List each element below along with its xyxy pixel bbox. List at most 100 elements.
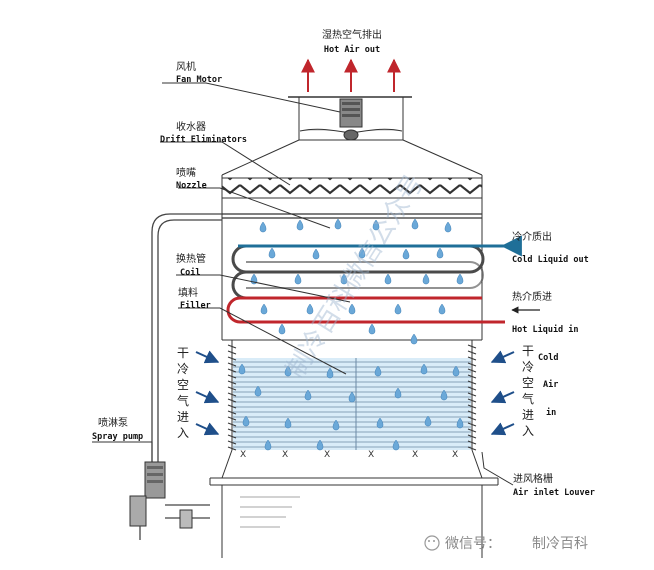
drift-label-cn: 收水器 [176, 120, 206, 133]
water-droplet [440, 389, 448, 401]
fan-stack [288, 96, 412, 141]
leader-lines [160, 82, 514, 486]
water-droplet [334, 218, 342, 230]
water-droplet [384, 273, 392, 285]
air-left-char-2: 冷 [177, 362, 189, 376]
water-droplet [410, 333, 418, 345]
spray-pump-label-cn: 喷淋泵 [98, 416, 128, 429]
water-droplet [332, 419, 340, 431]
nozzle-header [222, 213, 482, 219]
coil-label-en: Coil [180, 267, 200, 278]
water-droplet [242, 415, 250, 427]
wechat-label-right: 制冷百科 [532, 536, 588, 552]
spray-pump-piping [129, 213, 222, 540]
fan-label-cn: 风机 [176, 60, 196, 73]
drift-eliminator-band [221, 177, 483, 199]
wechat-label-left: 微信号： [445, 536, 501, 552]
water-droplet [278, 323, 286, 335]
filler-label-en: Filler [180, 300, 211, 311]
water-droplet [259, 221, 267, 233]
water-droplet [402, 248, 410, 260]
water-droplet [376, 417, 384, 429]
water-droplet [348, 391, 356, 403]
water-droplet [312, 248, 320, 260]
water-droplet [422, 273, 430, 285]
louver-label-en: Air inlet Louver [513, 487, 595, 498]
air-right-en-3: in [546, 407, 556, 418]
water-droplet [374, 365, 382, 377]
air-right-char-6: 入 [522, 424, 534, 438]
water-droplet [456, 273, 464, 285]
hot-liquid-in-en: Hot Liquid in [512, 324, 579, 335]
water-droplet [316, 439, 324, 451]
air-left-char-4: 气 [177, 393, 189, 408]
water-droplet [392, 439, 400, 451]
support-nozzle: X [240, 450, 246, 460]
air-right-en-2: Air [543, 379, 558, 390]
nozzle-label-cn: 喷嘴 [176, 167, 196, 179]
water-droplet [424, 415, 432, 427]
wechat-footer: 微信号： 制冷百科 [424, 535, 588, 552]
water-droplet [268, 247, 276, 259]
cold-liquid-out-en: Cold Liquid out [512, 254, 589, 265]
air-right-char-2: 冷 [522, 360, 534, 374]
drift-label-en: Drift Eliminators [160, 134, 247, 145]
water-droplet [294, 273, 302, 285]
basin [209, 449, 499, 558]
air-left-char-3: 空 [177, 378, 189, 392]
water-droplet [264, 439, 272, 451]
louver-label-cn: 进风格栅 [513, 472, 553, 485]
water-droplet [420, 363, 428, 375]
water-droplet [438, 303, 446, 315]
coil-label-cn: 换热管 [176, 252, 206, 265]
water-droplet [254, 385, 262, 397]
water-droplet [260, 303, 268, 315]
support-nozzle: X [452, 450, 458, 460]
air-left-char-6: 入 [177, 426, 189, 440]
water-droplet [306, 303, 314, 315]
water-droplet [456, 417, 464, 429]
support-nozzle: X [368, 450, 374, 460]
hot-air-label-en: Hot Air out [324, 44, 380, 55]
air-inlet-arrows-right [490, 350, 515, 436]
water-droplets [238, 218, 464, 451]
spray-pump-label-en: Spray pump [92, 432, 143, 442]
filler-label-cn: 填料 [178, 286, 198, 299]
support-nozzle: X [282, 450, 288, 460]
water-droplet [340, 273, 348, 285]
support-nozzle: X [412, 450, 418, 460]
air-right-char-5: 进 [522, 408, 534, 422]
hot-liquid-in-pipe [226, 296, 505, 324]
watermark-text: 制冷百科微信公众号 [280, 169, 429, 383]
water-droplet [348, 303, 356, 315]
water-droplet [452, 365, 460, 377]
hot-liquid-in-cn: 热介质进 [512, 290, 552, 303]
air-left-char-5: 进 [177, 410, 189, 424]
support-nozzle: X [324, 450, 330, 460]
water-droplet [284, 365, 292, 377]
water-droplet [444, 221, 452, 233]
nozzle-label-en: Nozzle [176, 181, 207, 191]
water-droplet [436, 247, 444, 259]
fan-label-en: Fan Motor [176, 75, 222, 85]
water-droplet [326, 367, 334, 379]
tower-hood [221, 139, 483, 176]
water-droplet [394, 387, 402, 399]
water-droplet [238, 363, 246, 375]
water-droplet [394, 303, 402, 315]
air-right-en-1: Cold [538, 353, 558, 363]
water-droplet [284, 417, 292, 429]
air-inlet-arrows-left [195, 350, 220, 436]
air-inlet-louver [227, 344, 477, 451]
cold-liquid-out-cn: 冷介质出 [512, 230, 552, 243]
fill-media [233, 358, 471, 450]
air-right-char-4: 气 [522, 391, 534, 406]
water-droplet [411, 218, 419, 230]
air-right-char-3: 空 [522, 376, 534, 390]
water-droplet [372, 219, 380, 231]
air-right-char-1: 干 [522, 344, 534, 358]
hot-air-label-cn: 湿热空气排出 [322, 28, 382, 41]
air-left-char-1: 干 [177, 346, 189, 360]
